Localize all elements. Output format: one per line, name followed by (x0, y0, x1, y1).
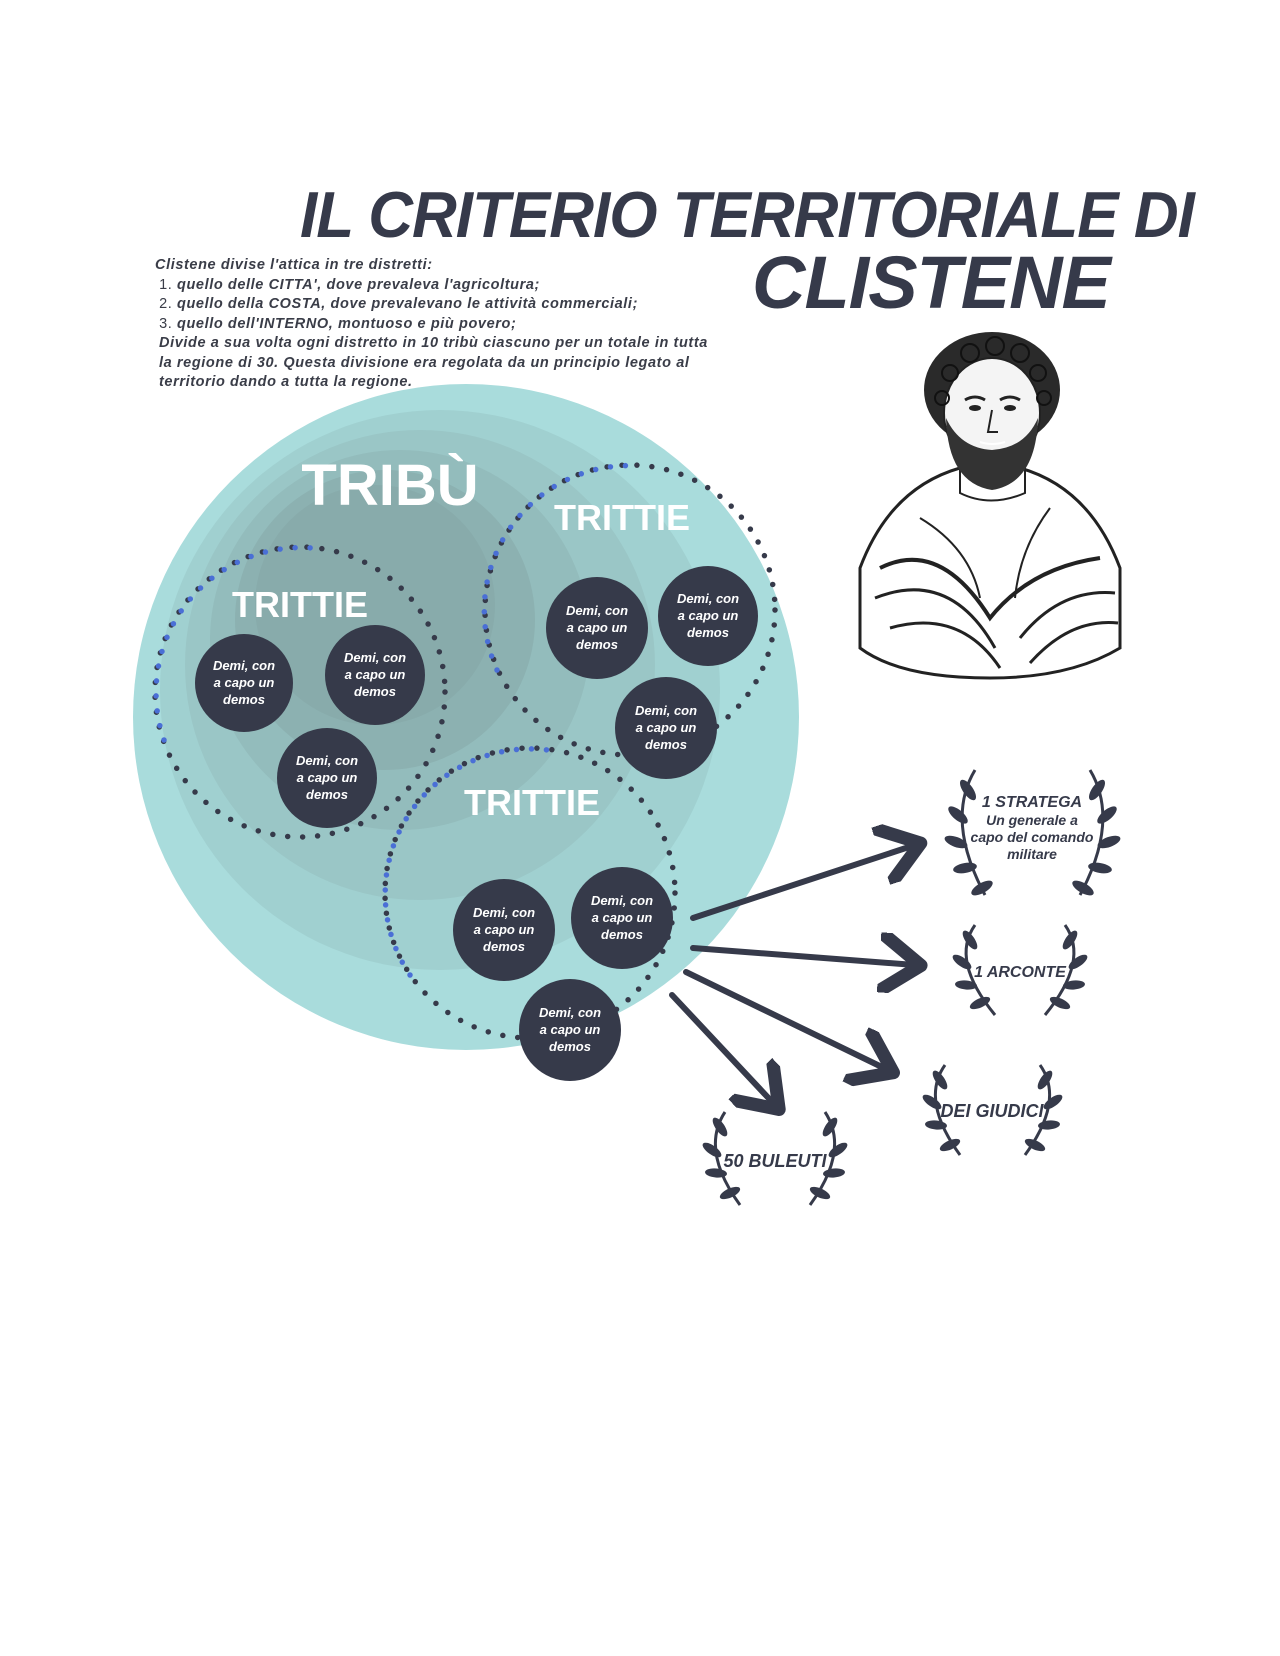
svg-text:a capo un: a capo un (678, 608, 739, 623)
arrow-to-buleuti-icon (669, 992, 775, 1105)
demo-circle: Demi, con a capo un demos (658, 566, 758, 666)
svg-text:Demi, con: Demi, con (677, 591, 739, 606)
svg-text:demos: demos (223, 692, 265, 707)
district-item: quello delle CITTA', dove prevaleva l'ag… (177, 276, 755, 296)
svg-text:demos: demos (687, 625, 729, 640)
bust-portrait-icon (858, 332, 1122, 680)
svg-text:a capo un: a capo un (592, 910, 653, 925)
svg-text:Demi, con: Demi, con (213, 658, 275, 673)
svg-text:Demi, con: Demi, con (591, 893, 653, 908)
laurel-wreath-giudici (922, 1064, 1063, 1156)
svg-text:Demi, con: Demi, con (635, 703, 697, 718)
demo-circle: Demi, con a capo un demos (277, 728, 377, 828)
demo-circle: Demi, con a capo un demos (325, 625, 425, 725)
district-list: quello delle CITTA', dove prevaleva l'ag… (155, 276, 755, 335)
output-desc: Un generale a (986, 812, 1078, 828)
svg-text:demos: demos (576, 637, 618, 652)
svg-text:demos: demos (645, 737, 687, 752)
arrow-to-stratega-icon (690, 845, 915, 921)
svg-text:Demi, con: Demi, con (566, 603, 628, 618)
svg-text:Demi, con: Demi, con (296, 753, 358, 768)
output-title: 1 STRATEGA (982, 794, 1082, 811)
district-item: quello dell'INTERNO, montuoso e più pove… (177, 315, 755, 335)
district-item: quello della COSTA, dove prevalevano le … (177, 295, 755, 315)
tribu-label: TRIBÙ (301, 453, 478, 518)
svg-text:a capo un: a capo un (567, 620, 628, 635)
svg-text:demos: demos (601, 927, 643, 942)
output-desc: capo del comando (971, 829, 1094, 845)
svg-text:demos: demos (306, 787, 348, 802)
arrow-to-giudici-icon (683, 969, 888, 1070)
svg-text:a capo un: a capo un (636, 720, 697, 735)
trittie-boundary-left (152, 544, 448, 840)
output-title: 50 BULEUTI (723, 1151, 827, 1171)
output-desc: militare (1007, 846, 1057, 862)
demo-circle: Demi, con a capo un demos (546, 577, 648, 679)
svg-text:a capo un: a capo un (214, 675, 275, 690)
demo-circle: Demi, con a capo un demos (615, 677, 717, 779)
svg-text:Demi, con: Demi, con (473, 905, 535, 920)
svg-text:a capo un: a capo un (474, 922, 535, 937)
trittie-label: TRITTIE (554, 497, 690, 538)
arrow-to-arconte-icon (690, 948, 915, 965)
page-title-name: CLISTENE (752, 241, 1111, 324)
intro-lead: Clistene divise l'attica in tre distrett… (155, 257, 433, 273)
demo-circle: Demi, con a capo un demos (453, 879, 555, 981)
intro-paragraph: Divide a sua volta ogni distretto in 10 … (159, 335, 708, 390)
svg-text:a capo un: a capo un (297, 770, 358, 785)
laurel-wreath-arconte (952, 924, 1088, 1016)
demo-circle: Demi, con a capo un demos (195, 634, 293, 732)
demo-circle: Demi, con a capo un demos (571, 867, 673, 969)
intro-text: Clistene divise l'attica in tre distrett… (155, 256, 755, 393)
demo-circle: Demi, con a capo un demos (519, 979, 621, 1081)
trittie-label: TRITTIE (464, 782, 600, 823)
svg-text:Demi, con: Demi, con (539, 1005, 601, 1020)
svg-text:a capo un: a capo un (540, 1022, 601, 1037)
trittie-boundary-right-accent (481, 462, 643, 673)
laurel-wreath-buleuti (702, 1111, 848, 1206)
svg-text:Demi, con: Demi, con (344, 650, 406, 665)
laurel-wreath-stratega (944, 769, 1121, 896)
svg-text:demos: demos (549, 1039, 591, 1054)
svg-text:demos: demos (483, 939, 525, 954)
output-title: 1 ARCONTE (974, 964, 1067, 981)
trittie-label: TRITTIE (232, 584, 368, 625)
output-title: DEI GIUDICI (940, 1101, 1044, 1121)
svg-text:demos: demos (354, 684, 396, 699)
page-title: IL CRITERIO TERRITORIALE DI (300, 179, 1195, 252)
svg-text:a capo un: a capo un (345, 667, 406, 682)
